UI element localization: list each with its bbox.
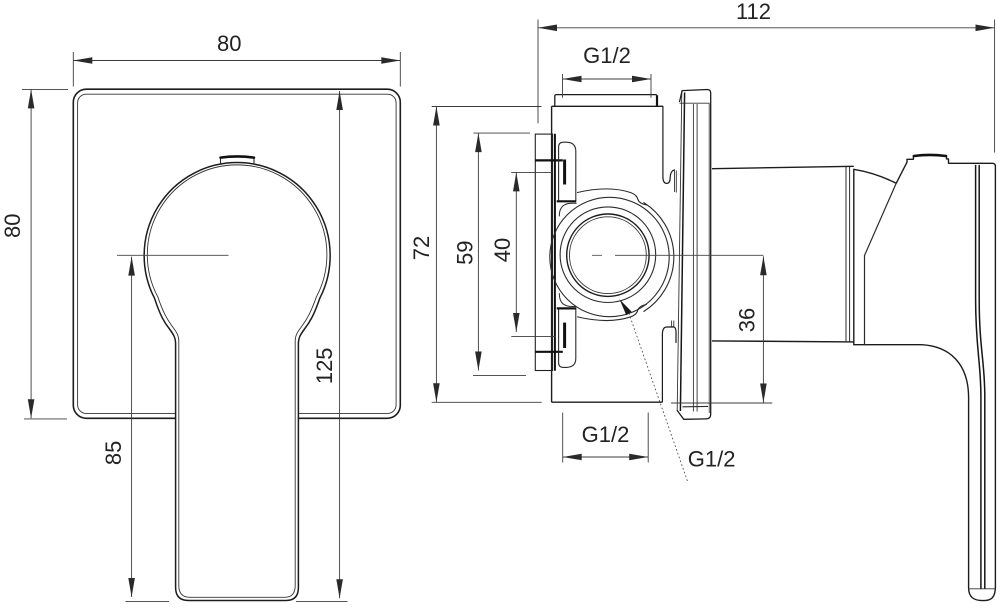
svg-text:112: 112 [736,0,771,24]
svg-text:G1/2: G1/2 [688,446,736,471]
svg-text:G1/2: G1/2 [583,43,631,68]
svg-text:59: 59 [452,240,477,264]
svg-text:72: 72 [409,236,434,260]
svg-text:G1/2: G1/2 [582,422,630,447]
svg-text:36: 36 [734,308,759,332]
svg-text:80: 80 [217,31,241,56]
svg-text:80: 80 [0,214,25,238]
svg-text:125: 125 [312,347,337,384]
svg-text:85: 85 [101,441,126,465]
svg-text:40: 40 [490,238,515,262]
